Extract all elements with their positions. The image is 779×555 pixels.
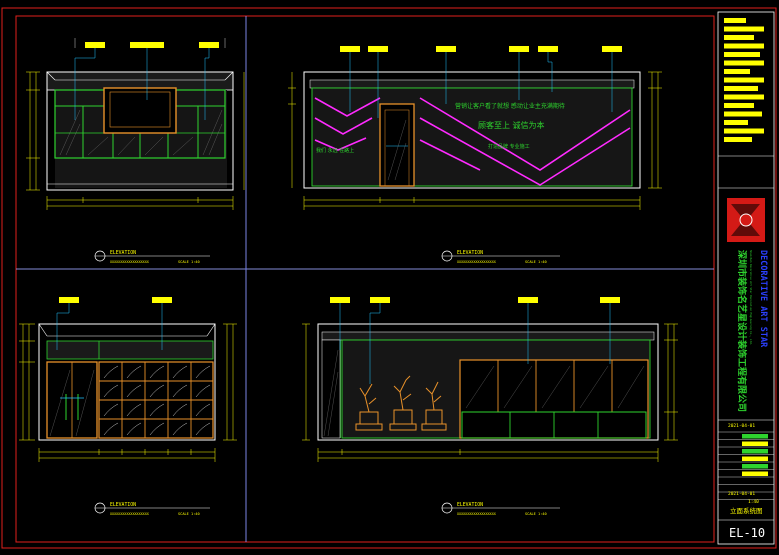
- wall-b-hatch: [311, 87, 633, 187]
- view-a-scale: SCALE 1:40: [178, 260, 200, 264]
- view-c-scale: SCALE 1:40: [178, 512, 200, 516]
- date-2: 2021-04-01: [728, 491, 755, 497]
- info-row-value: [742, 434, 768, 439]
- elevation-view-d: [302, 297, 678, 462]
- title-block-info: [718, 431, 774, 500]
- company-name: 深圳市装饰名艺星设计装饰工程有限公司: [736, 250, 748, 412]
- view-b-title: ELEVATION: [457, 250, 483, 256]
- note-line: [724, 35, 754, 40]
- company-name-en: Shenzhen Decorative Art Star Decoration …: [749, 250, 753, 345]
- note-line: [724, 120, 748, 125]
- note-line: [724, 26, 764, 32]
- brand-name: DECORATIVE ART STAR: [758, 250, 768, 348]
- elevation-view-b: 营销让客户看了就想 感动让业主充满期待 顾客至上 诚信为本 打造品牌 专业施工 …: [288, 46, 662, 210]
- tv-panel: [103, 87, 177, 134]
- sheet-number: EL-10: [729, 526, 765, 540]
- view-label-c: ELEVATION XXXXXXXXXXXXXXXXXXX SCALE 1:40: [94, 502, 210, 516]
- note-line: [724, 60, 764, 66]
- note-line: [724, 52, 760, 57]
- scale-value: 1:40: [748, 499, 759, 505]
- note-line: [724, 77, 764, 83]
- note-line: [724, 18, 746, 23]
- note-line: [724, 69, 750, 74]
- view-label-d: ELEVATION XXXXXXXXXXXXXXXXXXX SCALE 1:40: [441, 502, 560, 516]
- info-row-value: [742, 456, 768, 461]
- view-a-title: ELEVATION: [110, 250, 136, 256]
- note-line: [724, 86, 758, 91]
- wall-slogan-2: 顾客至上 诚信为本: [478, 120, 545, 130]
- note-line: [724, 43, 764, 49]
- sculpture-group: [355, 375, 447, 431]
- wall-slogan-3: 打造品牌 专业施工: [488, 143, 530, 150]
- note-line: [724, 128, 764, 134]
- wall-slogan-side: 我们 永远 在路上: [316, 147, 354, 154]
- wall-slogan-1: 营销让客户看了就想 感动让业主充满期待: [455, 102, 565, 110]
- door: [379, 103, 415, 187]
- note-line: [724, 137, 752, 142]
- elevation-view-c: [19, 297, 237, 462]
- date-1: 2021-04-01: [728, 423, 755, 429]
- view-b-scale: SCALE 1:40: [525, 260, 547, 264]
- outer-frame: [1, 7, 777, 549]
- title-block-notes: [724, 18, 764, 142]
- view-label-a: ELEVATION XXXXXXXXXXXXXXXXXXX SCALE 1:40: [94, 250, 210, 264]
- note-line: [724, 103, 754, 108]
- elevation-view-a: [26, 38, 245, 210]
- info-row-value: [742, 449, 768, 454]
- view-d-scale: SCALE 1:40: [525, 512, 547, 516]
- inner-frame: [15, 15, 715, 543]
- info-row-value: [742, 471, 768, 476]
- title-block: 深圳市装饰名艺星设计装饰工程有限公司 Shenzhen Decorative A…: [717, 11, 775, 545]
- view-a-sub: XXXXXXXXXXXXXXXXXXX: [110, 260, 150, 264]
- note-line: [724, 94, 764, 100]
- info-row-value: [742, 464, 768, 469]
- view-label-b: ELEVATION XXXXXXXXXXXXXXXXXXX SCALE 1:40: [441, 250, 560, 264]
- view-d-title: ELEVATION: [457, 502, 483, 508]
- company-logo: [727, 198, 765, 242]
- view-b-sub: XXXXXXXXXXXXXXXXXXX: [457, 260, 497, 264]
- note-line: [724, 111, 762, 117]
- view-c-sub: XXXXXXXXXXXXXXXXXXX: [110, 512, 150, 516]
- view-c-title: ELEVATION: [110, 502, 136, 508]
- drawing-title: 立面系统图: [730, 506, 763, 515]
- view-d-sub: XXXXXXXXXXXXXXXXXXX: [457, 512, 497, 516]
- info-row-value: [742, 441, 768, 446]
